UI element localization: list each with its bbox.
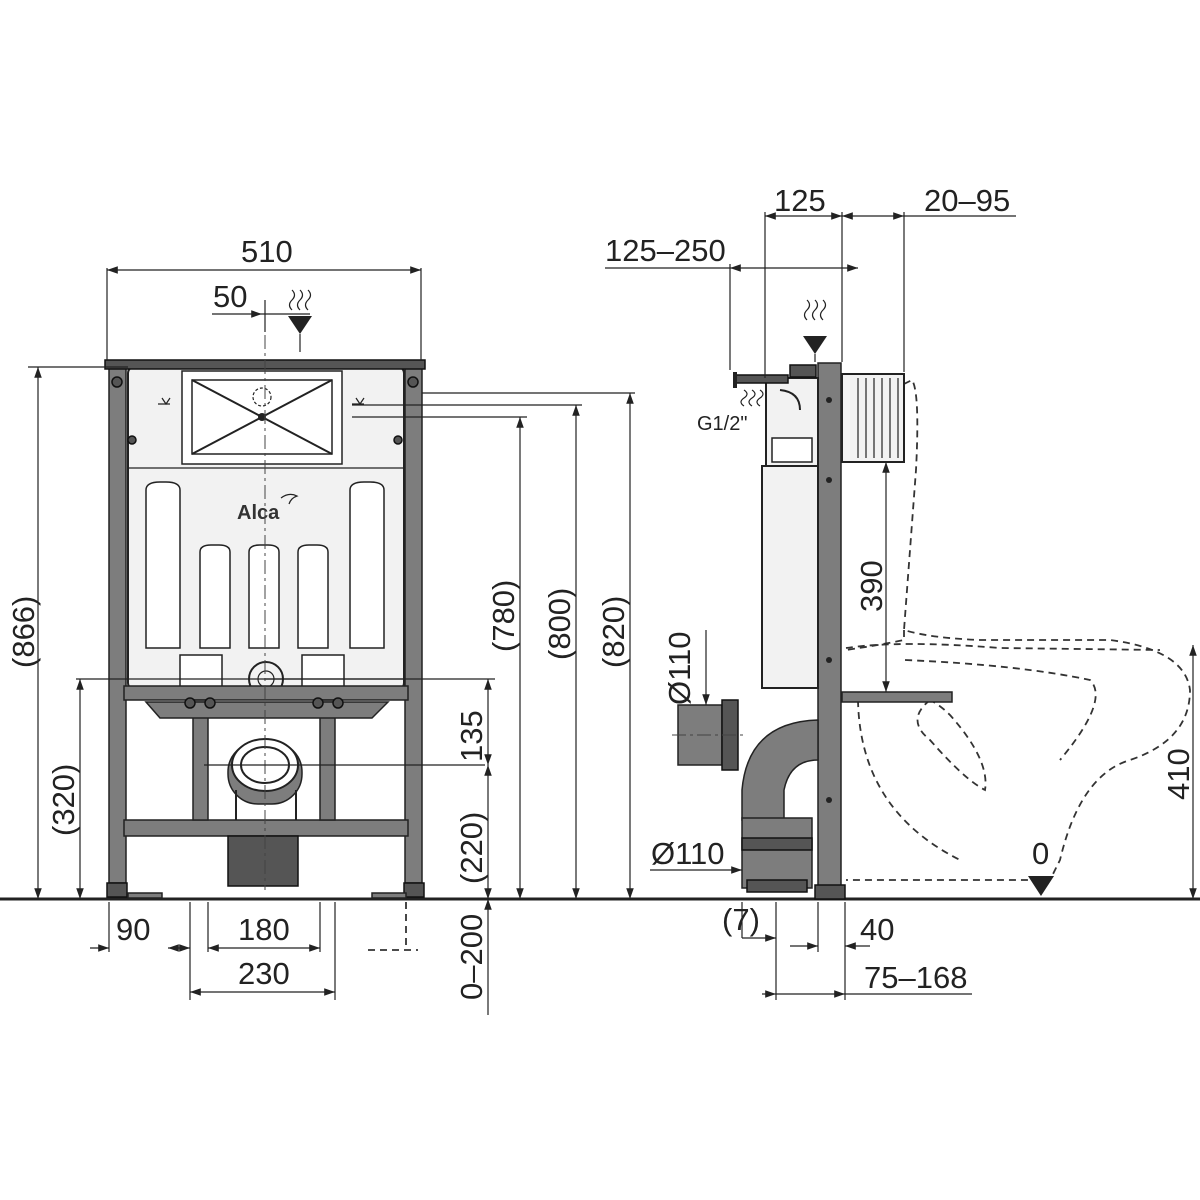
dim-width-510: 510 xyxy=(241,234,293,269)
dim-75-168: 75–168 xyxy=(864,960,967,995)
thread-label: G1/2" xyxy=(697,413,747,435)
dim-390: 390 xyxy=(854,560,889,612)
dim-230: 230 xyxy=(238,956,290,991)
dim-height-866: (866) xyxy=(6,596,41,668)
floor-zero: 0 xyxy=(1032,836,1049,871)
dim-0-200: 0–200 xyxy=(454,914,489,1000)
dim-7: (7) xyxy=(722,902,760,937)
dim-height-820: (820) xyxy=(596,596,631,668)
frame-side-post xyxy=(817,362,842,900)
frame-crossbar-lower xyxy=(123,819,409,837)
frame-left-post xyxy=(108,362,127,884)
dim-offset-50: 50 xyxy=(213,279,247,314)
brand-logo: Alca xyxy=(237,502,280,524)
dim-height-780: (780) xyxy=(486,580,521,652)
frame-right-post xyxy=(404,362,423,884)
front-view: Alca xyxy=(6,234,635,1015)
dim-410: 410 xyxy=(1161,748,1196,800)
pipe-diameter-bottom: Ø110 xyxy=(651,836,725,871)
dim-height-320: (320) xyxy=(46,764,81,836)
dim-220: (220) xyxy=(454,812,489,884)
dim-20-95: 20–95 xyxy=(924,183,1010,218)
dim-180: 180 xyxy=(238,912,290,947)
dim-90: 90 xyxy=(116,912,150,947)
drain-elbow-side xyxy=(741,719,819,821)
cistern-side xyxy=(761,465,819,689)
flush-plate-box xyxy=(841,373,905,463)
dim-125-250: 125–250 xyxy=(605,233,726,268)
pipe-diameter-top: Ø110 xyxy=(662,631,697,705)
dim-40: 40 xyxy=(860,912,894,947)
dim-height-800: (800) xyxy=(542,588,577,660)
toilet-bowl-outline xyxy=(845,378,1191,881)
cistern-ribs xyxy=(145,481,385,649)
dim-125: 125 xyxy=(774,183,826,218)
frame-crossbar-upper xyxy=(123,685,409,701)
side-view: 0 125 20–95 125–250 G1/2" 390 410 Ø110 Ø… xyxy=(605,183,1197,1000)
dim-135: 135 xyxy=(454,710,489,762)
